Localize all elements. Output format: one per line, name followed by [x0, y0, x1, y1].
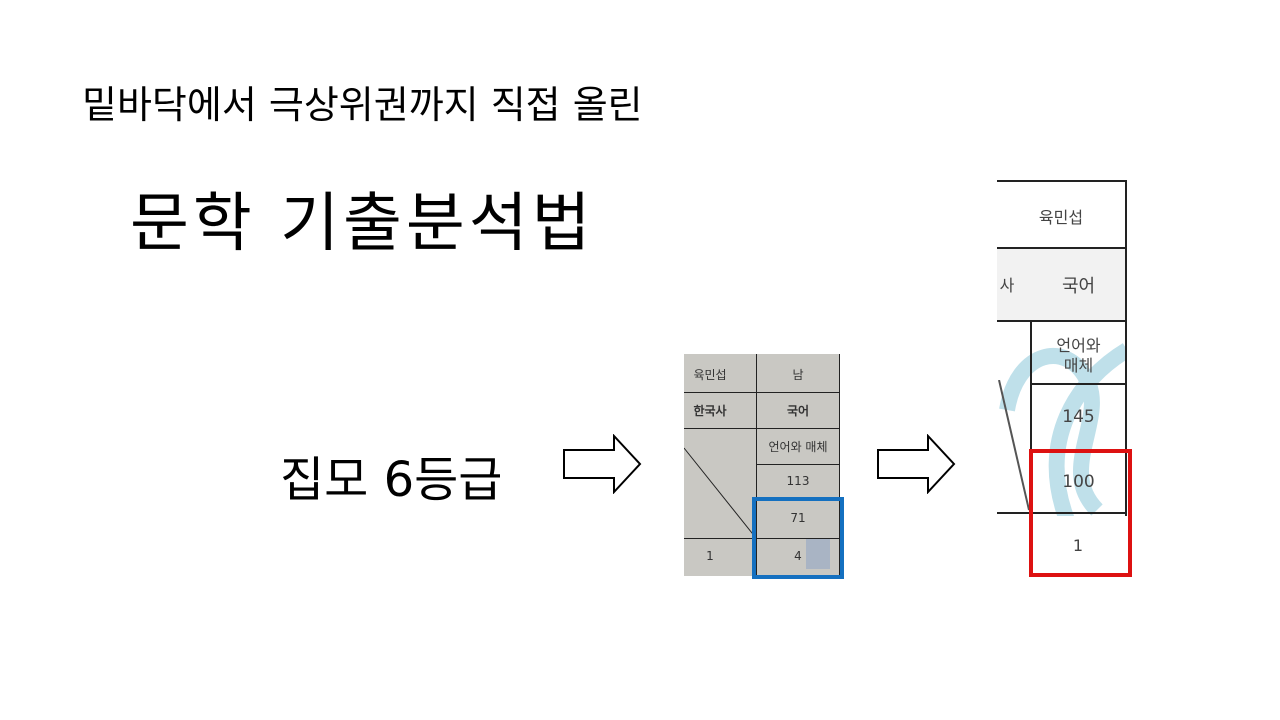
highlight-box-before — [752, 497, 844, 579]
cell-gender: 남 — [792, 368, 804, 382]
cell-korean: 국어 — [1061, 276, 1096, 297]
cell-korean-history-partial: 사 — [999, 276, 1015, 295]
score-table-before: 육민섭 남 한국사 국어 언어와 매체 113 71 1 4 — [684, 354, 840, 576]
cell-standard-score: 145 — [1062, 407, 1095, 427]
slide-subtitle: 밑바닥에서 극상위권까지 직접 올린 — [82, 83, 643, 127]
right-arrow-icon — [877, 434, 956, 494]
cell-percentile: 100 — [1062, 472, 1095, 492]
slide-title: 문학 기출분석법 — [130, 187, 595, 261]
cell-korean-history: 한국사 — [693, 404, 727, 418]
cell-grade: 4 — [794, 549, 802, 563]
cell-name: 육민섭 — [693, 368, 727, 382]
cell-grade: 1 — [1072, 536, 1084, 555]
cell-name: 육민섭 — [1038, 208, 1084, 227]
watermark-logo — [999, 343, 1127, 516]
cell-subject-line1: 언어와 — [1056, 336, 1101, 355]
cell-subject-line2: 매체 — [1063, 356, 1094, 375]
cell-standard-score: 113 — [786, 474, 810, 488]
right-arrow-icon — [563, 434, 642, 494]
cell-subject: 언어와 매체 — [768, 440, 828, 454]
before-grade-label: 집모 6등급 — [280, 452, 503, 508]
cell-grade-left: 1 — [706, 549, 714, 563]
blurred-patch — [806, 539, 830, 569]
highlight-box-after — [1029, 449, 1132, 577]
score-table-after: 육민섭 사 국어 언어와 매체 145 100 — [997, 180, 1127, 516]
cell-korean: 국어 — [786, 404, 810, 418]
cell-percentile: 71 — [790, 511, 806, 525]
